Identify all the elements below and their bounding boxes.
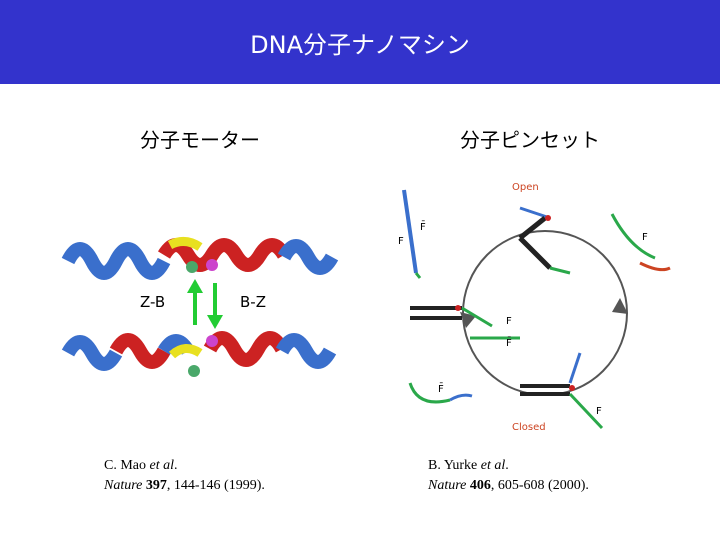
citation-mao: C. Mao et al. Nature 397, 144-146 (1999)… bbox=[104, 458, 265, 493]
magenta-marker bbox=[206, 259, 218, 271]
bottom-dna-helix bbox=[61, 331, 337, 377]
dna-tweezers-figure: Open F F̄ F F F̄ F Closed bbox=[398, 182, 671, 433]
up-arrow bbox=[187, 279, 203, 325]
slide-title: DNA分子ナノマシン bbox=[250, 30, 470, 59]
fbar-label-2: F̄ bbox=[506, 336, 512, 349]
green-marker-bottom bbox=[188, 365, 200, 377]
dna-motor-figure: Z-B B-Z bbox=[61, 237, 339, 377]
open-label: Open bbox=[512, 182, 539, 193]
molecular-tweezers-heading: 分子ピンセット bbox=[460, 128, 600, 152]
closed-tweezers: F bbox=[520, 352, 604, 430]
strand-bottom-left: F̄ bbox=[408, 382, 473, 404]
z-b-label: Z-B bbox=[140, 293, 165, 311]
top-dna-helix bbox=[61, 237, 339, 280]
reaction-cycle bbox=[462, 230, 628, 396]
middle-complex: F F̄ bbox=[410, 305, 520, 349]
f-label-1: F bbox=[398, 236, 404, 247]
strand-right-top: F bbox=[610, 213, 671, 272]
citation-yurke: B. Yurke et al. Nature 406, 605-608 (200… bbox=[428, 458, 589, 493]
fuel-strand-left: F F̄ bbox=[398, 189, 426, 279]
f-label-3: F bbox=[506, 316, 512, 327]
title-bar: DNA分子ナノマシン bbox=[0, 0, 720, 84]
f-label-2: F bbox=[642, 232, 648, 243]
green-marker bbox=[186, 261, 198, 273]
f-label-4: F bbox=[596, 406, 602, 417]
b-z-label: B-Z bbox=[240, 293, 266, 311]
magenta-marker-bottom bbox=[206, 335, 218, 347]
open-tweezers bbox=[518, 206, 571, 275]
molecular-motor-heading: 分子モーター bbox=[140, 128, 260, 152]
down-arrow bbox=[207, 283, 223, 329]
fbar-label-3: F̄ bbox=[438, 382, 444, 395]
closed-label: Closed bbox=[512, 422, 546, 433]
fbar-label-1: F̄ bbox=[420, 220, 426, 233]
